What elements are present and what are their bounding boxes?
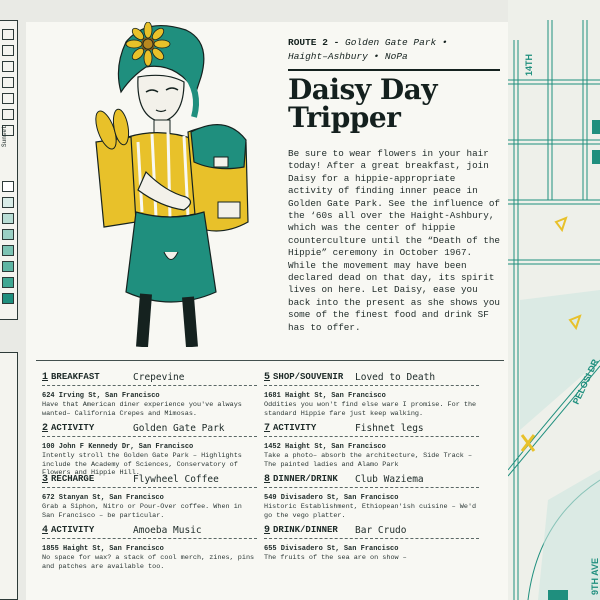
table-cell [2, 45, 14, 56]
map-marker-icon [554, 216, 568, 233]
entry-description: Have that American diner experience you'… [42, 401, 242, 418]
entry-number: 9 [264, 525, 271, 536]
itinerary-page: ROUTE 2 - Golden Gate Park • Haight–Ashb… [26, 22, 508, 600]
table-cell [2, 245, 14, 256]
entry-number: 8 [264, 474, 271, 485]
section-divider [36, 360, 504, 361]
entry-category: DRINK/DINNER [273, 525, 338, 535]
daisy-flower-icon [125, 22, 171, 67]
table-cell [2, 213, 14, 224]
street-label-9th: 9TH AVE [590, 558, 600, 595]
intro-paragraph: Be sure to wear flowers in your hair tod… [288, 148, 501, 333]
table-cell [2, 61, 14, 72]
daisy-illustration [95, 22, 249, 347]
backpack-icon [187, 124, 249, 232]
entry-category: SHOP/SOUVENIR [273, 372, 344, 382]
table-cell [2, 29, 14, 40]
entry-address: 100 John F Kennedy Dr, San Francisco [42, 443, 194, 451]
street-label-14th: 14TH [524, 54, 534, 76]
map-marker-icon [568, 314, 582, 331]
entry-address: 549 Divisadero St, San Francisco [264, 494, 399, 502]
entry-description: Take a photo– absorb the architecture, S… [264, 452, 473, 469]
entry-name: Fishnet legs [355, 423, 424, 434]
entry-category: ACTIVITY [51, 525, 95, 535]
entry-name: Bar Crudo [355, 525, 407, 536]
table-cell [2, 125, 14, 136]
entry-number: 7 [264, 423, 271, 434]
entry-number: 3 [42, 474, 49, 485]
adjacent-page-table: Sunset [0, 20, 18, 320]
entry-number: 1 [42, 372, 49, 383]
sunset-label: Sunset [1, 125, 8, 147]
entry-description: Grab a Siphon, Nitro or Pour-Over coffee… [42, 503, 242, 520]
route-areas-line1: Golden Gate Park • [345, 37, 448, 48]
entry-address: 655 Divisadero St, San Francisco [264, 545, 399, 553]
route-divider [288, 69, 500, 71]
entry-description: Intently stroll the Golden Gate Park – H… [42, 452, 242, 477]
map-cross-marker-icon [520, 434, 536, 452]
entry-category: BREAKFAST [51, 372, 100, 382]
entry-number: 5 [264, 372, 271, 383]
table-cell [2, 277, 14, 288]
table-cell [2, 181, 14, 192]
entry-name: Flywheel Coffee [133, 474, 219, 485]
table-cell [2, 293, 14, 304]
adjacent-page-lower [0, 352, 18, 600]
entry-name: Club Waziema [355, 474, 424, 485]
entry-category: ACTIVITY [51, 423, 95, 433]
entry-address: 1452 Haight St, San Francisco [264, 443, 386, 451]
entry-name: Golden Gate Park [133, 423, 225, 434]
table-cell [2, 93, 14, 104]
entry-description: No space for wax? a stack of cool merch,… [42, 554, 255, 571]
route-areas-line2: Haight–Ashbury • NoPa [288, 51, 408, 62]
table-cell [2, 197, 14, 208]
table-cell [2, 109, 14, 120]
entry-number: 4 [42, 525, 49, 536]
entry-address: 1681 Haight St, San Francisco [264, 392, 386, 400]
table-cell [2, 77, 14, 88]
page-title: Daisy Day Tripper [288, 73, 438, 134]
route-map: 14TH PELOSI DR 9TH AVE [508, 0, 600, 600]
entry-description: Historic Establishment, Ethiopean'ish cu… [264, 503, 477, 520]
route-label: ROUTE 2 - [288, 37, 340, 48]
entry-number: 2 [42, 423, 49, 434]
entry-name: Amoeba Music [133, 525, 202, 536]
entry-name: Crepevine [133, 372, 185, 383]
entry-address: 672 Stanyan St, San Francisco [42, 494, 164, 502]
route-header: ROUTE 2 - Golden Gate Park • Haight–Ashb… [288, 36, 500, 64]
entry-category: DINNER/DRINK [273, 474, 338, 484]
entry-description: The fruits of the sea are on show – [264, 554, 407, 562]
entry-name: Loved to Death [355, 372, 436, 383]
entry-category: RECHARGE [51, 474, 95, 484]
table-cell [2, 261, 14, 272]
map-streets [508, 20, 600, 600]
entry-category: ACTIVITY [273, 423, 317, 433]
entry-description: Oddities you won't find else ware I prom… [264, 401, 477, 418]
entry-address: 1855 Haight St, San Francisco [42, 545, 164, 553]
table-cell [2, 229, 14, 240]
entry-address: 624 Irving St, San Francisco [42, 392, 160, 400]
